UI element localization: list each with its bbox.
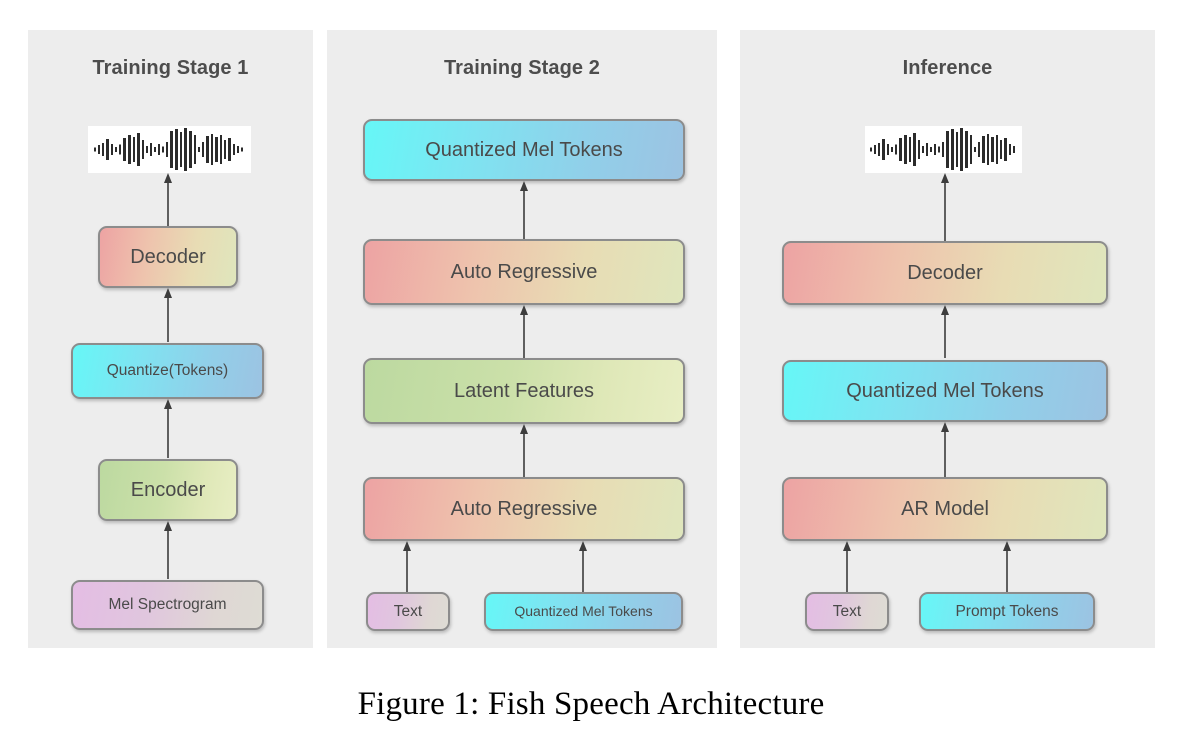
arrow-text-to-ar-model	[843, 541, 851, 592]
arrow-text-to-auto-regressive	[403, 541, 411, 592]
node-label: Quantized Mel Tokens	[514, 602, 653, 619]
node-label: Text	[832, 602, 862, 620]
arrow-quantized-tokens-to-decoder	[941, 305, 949, 358]
node-auto-regressive-top[interactable]: Auto Regressive	[363, 239, 685, 305]
node-label: Decoder	[130, 246, 206, 268]
node-label: Text	[393, 602, 423, 620]
panel-title-training-stage-2: Training Stage 2	[443, 57, 601, 79]
arrow-decoder-to-waveform	[164, 173, 172, 229]
node-encoder[interactable]: Encoder	[98, 459, 238, 521]
node-mel-spectrogram[interactable]: Mel Spectrogram	[71, 580, 264, 630]
node-label: Quantized Mel Tokens	[846, 380, 1044, 402]
node-auto-regressive-bottom[interactable]: Auto Regressive	[363, 477, 685, 541]
arrow-prompt-tokens-to-ar-model	[1003, 541, 1011, 592]
node-label: AR Model	[901, 498, 989, 520]
node-quantized-mel-tokens-output[interactable]: Quantized Mel Tokens	[363, 119, 685, 181]
node-label: Auto Regressive	[450, 261, 598, 283]
node-label: Latent Features	[453, 380, 595, 402]
node-text-input[interactable]: Text	[805, 592, 889, 631]
node-text-input[interactable]: Text	[366, 592, 450, 631]
node-label: Quantized Mel Tokens	[425, 139, 623, 161]
arrow-mel-to-encoder	[164, 521, 172, 579]
audio-waveform-icon	[88, 126, 251, 173]
arrow-encoder-to-quantize	[164, 399, 172, 458]
node-label: Decoder	[907, 262, 983, 284]
arrow-quantized-tokens-to-auto-regressive	[579, 541, 587, 592]
arrow-ar-model-to-quantized-tokens	[941, 422, 949, 477]
arrow-auto-regressive-to-quantized-tokens	[520, 181, 528, 239]
node-decoder[interactable]: Decoder	[782, 241, 1108, 305]
node-quantized-mel-tokens-input[interactable]: Quantized Mel Tokens	[484, 592, 683, 631]
node-ar-model[interactable]: AR Model	[782, 477, 1108, 541]
arrow-auto-regressive-to-latent-features	[520, 424, 528, 477]
panel-title-inference: Inference	[902, 57, 993, 79]
node-decoder[interactable]: Decoder	[98, 226, 238, 288]
figure-caption: Figure 1: Fish Speech Architecture	[357, 686, 825, 722]
arrow-decoder-to-waveform	[941, 173, 949, 241]
node-label: Mel Spectrogram	[108, 596, 227, 614]
node-latent-features[interactable]: Latent Features	[363, 358, 685, 424]
node-label: Quantize(Tokens)	[106, 362, 229, 380]
node-quantized-mel-tokens[interactable]: Quantized Mel Tokens	[782, 360, 1108, 422]
arrow-latent-features-to-auto-regressive	[520, 305, 528, 358]
audio-waveform-icon	[865, 126, 1022, 173]
node-label: Prompt Tokens	[955, 602, 1059, 620]
node-label: Encoder	[130, 479, 206, 501]
node-label: Auto Regressive	[450, 498, 598, 520]
panel-title-training-stage-1: Training Stage 1	[92, 57, 249, 79]
node-quantize-tokens[interactable]: Quantize(Tokens)	[71, 343, 264, 399]
node-prompt-tokens[interactable]: Prompt Tokens	[919, 592, 1095, 631]
arrow-quantize-to-decoder	[164, 288, 172, 342]
